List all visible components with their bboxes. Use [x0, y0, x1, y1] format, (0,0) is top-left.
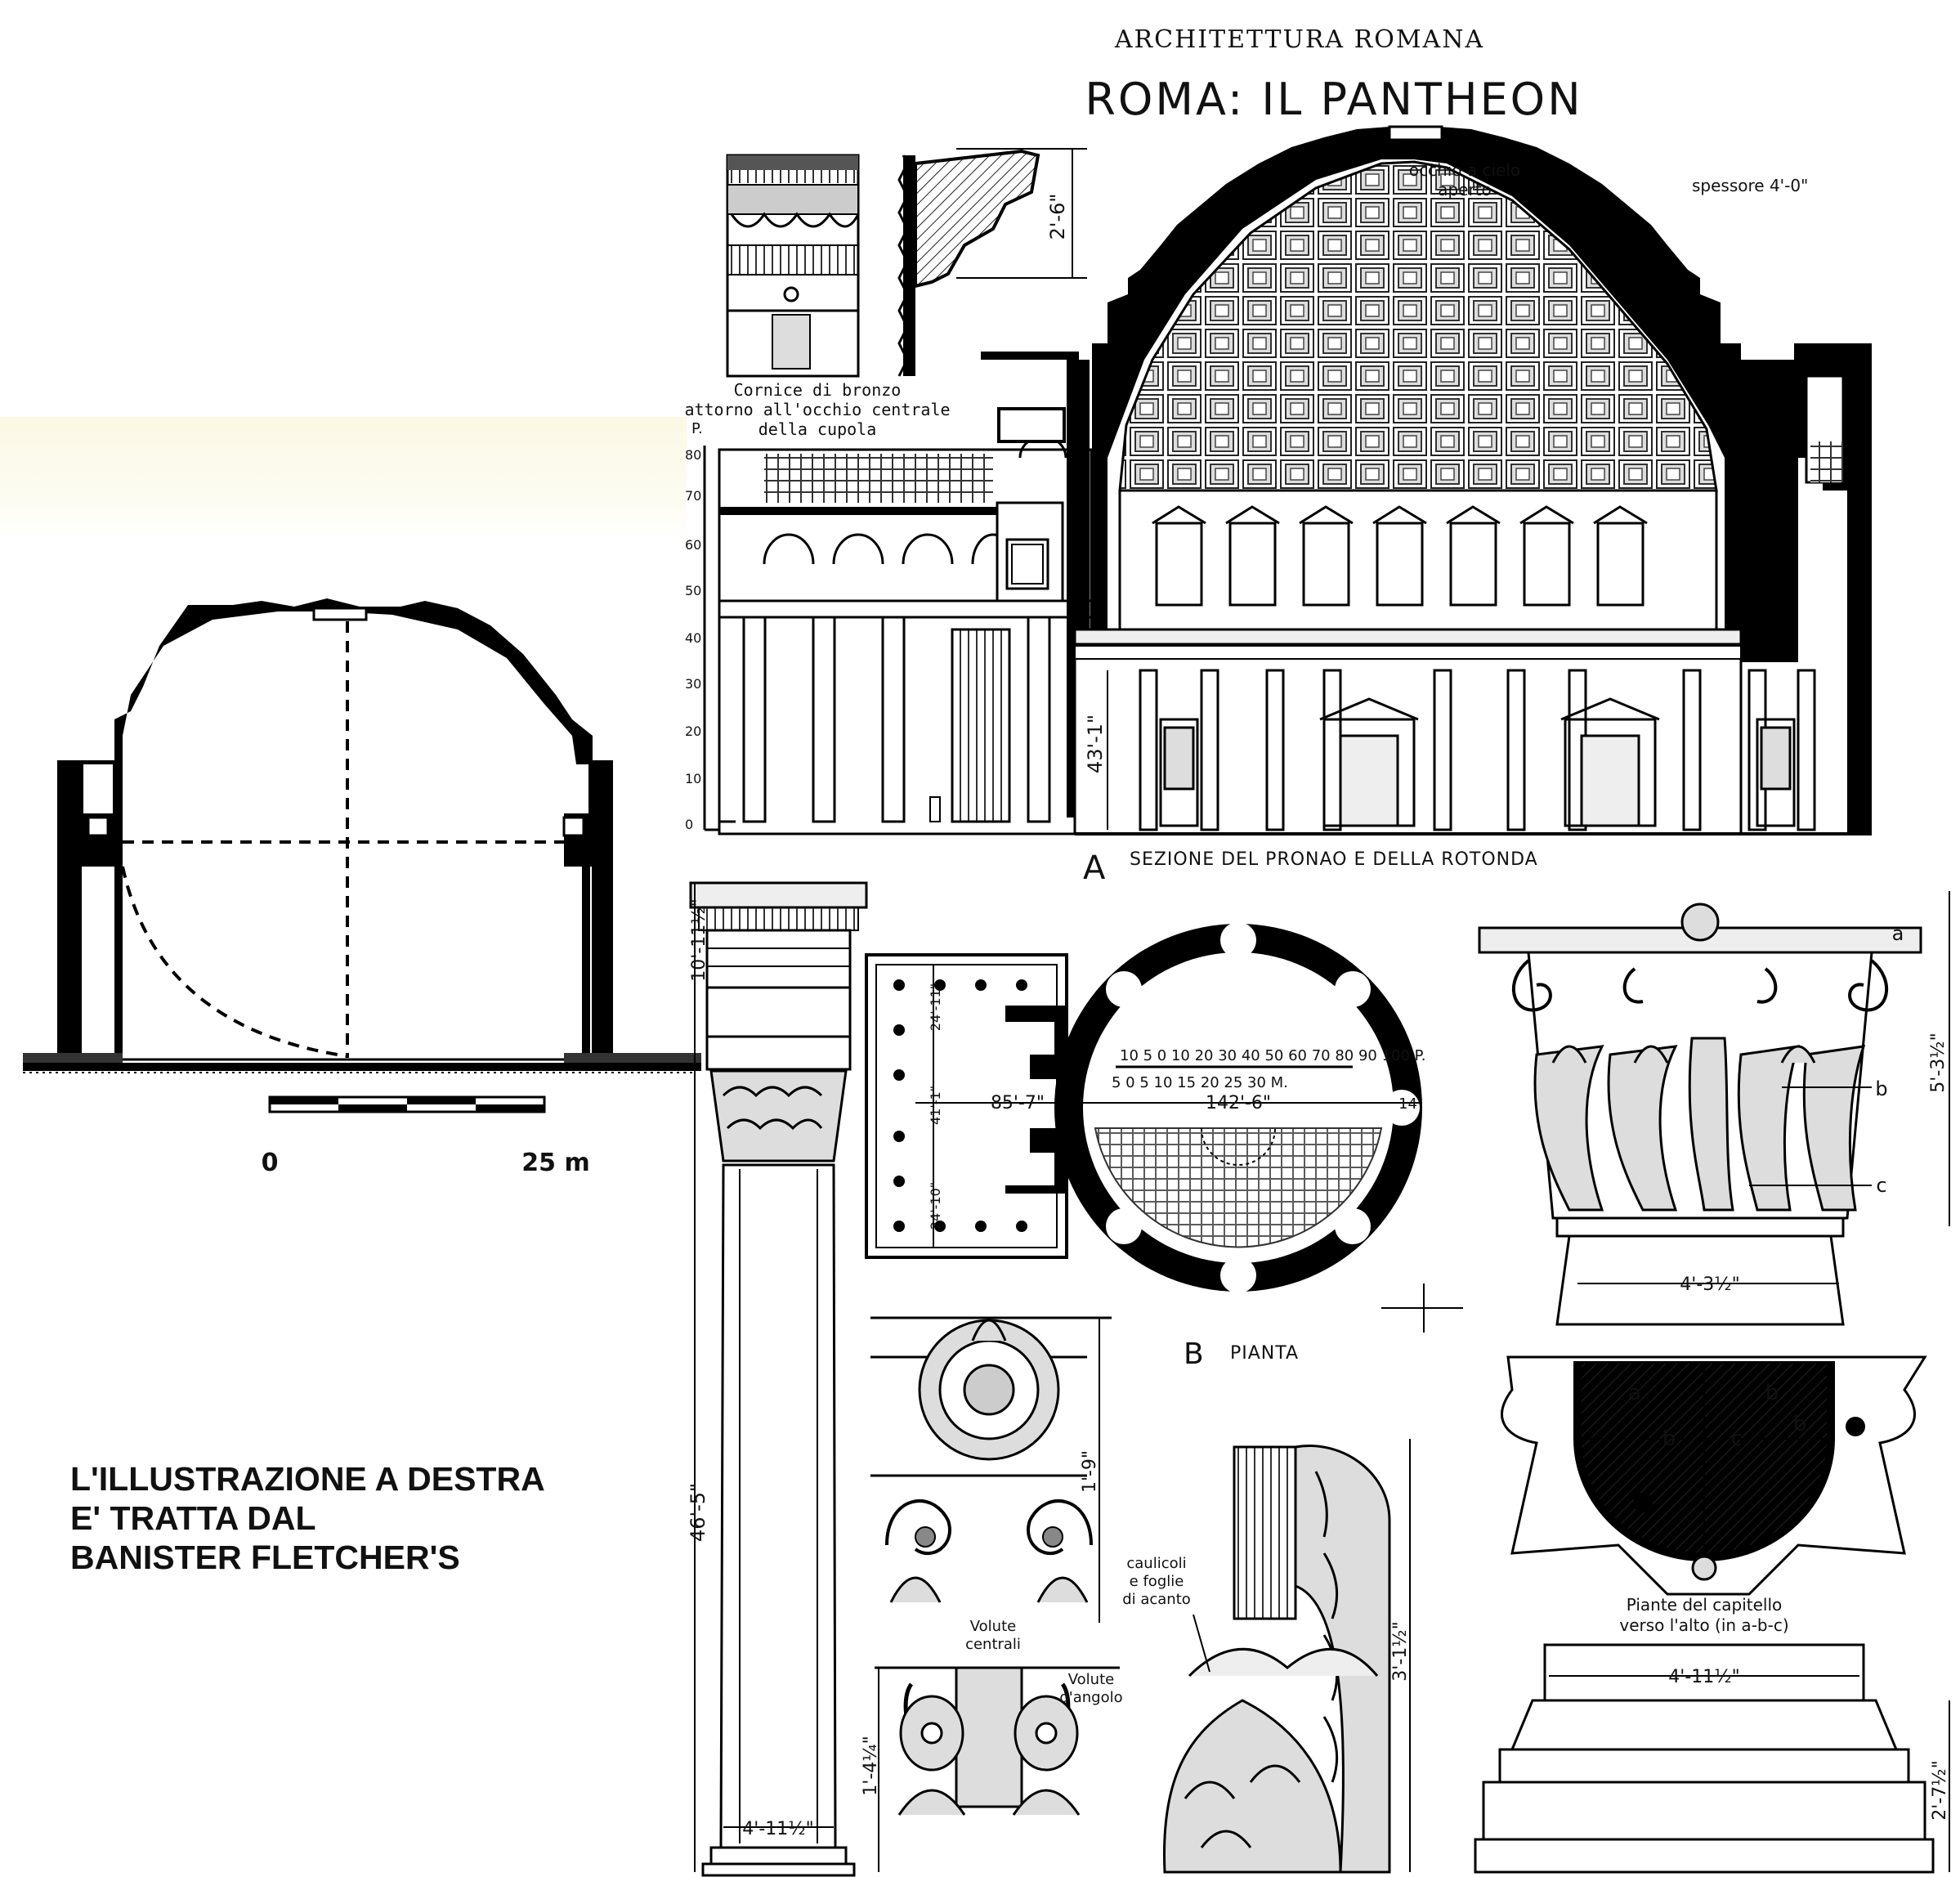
height-dimension: 43'-1" [1084, 715, 1107, 773]
plan-b-letter: B [1184, 1337, 1204, 1371]
plan-scale-metres: 5 0 5 10 15 20 25 30 M. [1112, 1074, 1288, 1091]
oculus-label-line2: aperto [1438, 180, 1492, 199]
capital-plan-caption-line2: verso l'alto (in a-b-c) [1619, 1615, 1788, 1635]
section-a-drawing: P. 80 70 60 50 40 30 20 10 0 [685, 125, 1872, 887]
credit-line1: L'ILLUSTRAZIONE A DESTRA [70, 1460, 545, 1498]
oculus-label-line1: occhio a cielo [1409, 160, 1520, 180]
plan-b-caption: PIANTA [1230, 1343, 1299, 1364]
cornice-caption-line3: della cupola [758, 419, 877, 439]
capital-label-a: a [1892, 922, 1904, 945]
height-tick: 70 [685, 488, 701, 504]
acanthus-dimension: 3'-1½" [1390, 1621, 1411, 1681]
cornice-dimension: 2'-6" [1046, 194, 1069, 240]
height-tick: 80 [685, 447, 701, 463]
capital-width-dim: 4'-3½" [1680, 1274, 1739, 1295]
plan-dim-b: 41'-1" [928, 1086, 943, 1125]
volute-dimension: 1'-4¼" [861, 1736, 881, 1795]
capital-plan: a b c b b Piante del capitello verso l'a… [1474, 1355, 1950, 1874]
acanthus-label-2: e foglie [1130, 1573, 1184, 1590]
capital-plan-label-b3: b [1793, 1412, 1807, 1436]
height-tick: 60 [685, 537, 701, 553]
main-title: ROMA: IL PANTHEON [1085, 74, 1582, 125]
capital-plan-label-b2: b [1765, 1381, 1779, 1405]
height-tick: 50 [685, 583, 701, 598]
capital-label-b: b [1875, 1077, 1887, 1100]
height-tick: 30 [685, 676, 701, 692]
section-a-letter: A [1083, 849, 1106, 887]
column-entablature-dim: 10'-11½" [689, 898, 709, 981]
capital-height-dim: 5'-3½" [1928, 1033, 1949, 1092]
column-elevation: 10'-11½" 46'-5" 4'-11½" [687, 881, 868, 1877]
plan-dim-a: 24'-11" [928, 983, 943, 1031]
acanthus-detail: 3'-1½" caulicoli e foglie di acanto [1122, 1439, 1411, 1874]
cornice-detail: 2'-6" Cornice di bronzo attorno all'occh… [684, 148, 1087, 439]
plan-dim-wall: 14' [1398, 1095, 1421, 1113]
column-diameter-dim: 4'-11½" [742, 1819, 813, 1839]
cornice-caption-line2: attorno all'occhio centrale [684, 400, 950, 419]
height-tick: 20 [685, 723, 701, 739]
acanthus-label-1: caulicoli [1126, 1555, 1186, 1572]
volute-corner-label-1: Volute [1068, 1671, 1114, 1688]
plan-dim-portico: 85'-7" [991, 1093, 1045, 1113]
plan-scale-feet: 10 5 0 10 20 30 40 50 60 70 80 90 100 P. [1120, 1047, 1425, 1064]
scale-start-label: 0 [262, 1149, 279, 1177]
volute-central-label-1: Volute [970, 1618, 1016, 1635]
acanthus-label-3: di acanto [1122, 1591, 1191, 1608]
capital-plan-width-dim: 4'-11½" [1668, 1667, 1739, 1687]
capital-elevation: 4'-3½" 5'-3½" a b c [1478, 891, 1950, 1326]
height-scale-unit: P. [691, 420, 703, 437]
volute-corner-label-2: d'angolo [1059, 1689, 1122, 1706]
thickness-label: spessore 4'-0" [1692, 176, 1808, 195]
cream-background-band [0, 417, 687, 540]
capital-plan-label-a: a [1628, 1381, 1641, 1405]
credit-line3: BANISTER FLETCHER'S [70, 1539, 460, 1576]
rosette-dimension: 1'-9" [1080, 1450, 1100, 1493]
volute-central-label-2: centrali [965, 1636, 1021, 1653]
credit-note: L'ILLUSTRAZIONE A DESTRA E' TRATTA DAL B… [70, 1459, 545, 1577]
height-tick: 40 [685, 630, 701, 646]
cornice-caption-line1: Cornice di bronzo [734, 380, 902, 400]
series-title: ARCHITETTURA ROMANA [1114, 25, 1484, 54]
left-section-drawing: 0 25 m [23, 598, 701, 1177]
column-shaft-dim: 46'-5" [687, 1483, 709, 1542]
volute-detail: 1'-4¼" Volute d'angolo [861, 1666, 1123, 1872]
capital-plan-label-c: c [1731, 1427, 1743, 1451]
rosette-detail: 1'-9" Volute centrali [870, 1316, 1112, 1653]
plan-dim-diameter: 142'-6" [1206, 1093, 1271, 1113]
plan-dim-c: 24'-10" [928, 1182, 943, 1230]
section-a-caption: SEZIONE DEL PRONAO E DELLA ROTONDA [1130, 849, 1538, 870]
plan-b-drawing: 10 5 0 10 20 30 40 50 60 70 80 90 100 P.… [865, 922, 1463, 1371]
capital-plan-label-b1: b [1662, 1427, 1676, 1451]
scale-end-label: 25 m [521, 1149, 589, 1177]
capital-plan-caption-line1: Piante del capitello [1627, 1595, 1783, 1615]
credit-line2: E' TRATTA DAL [70, 1499, 316, 1537]
capital-plan-base-dim: 2'-7½" [1930, 1760, 1950, 1820]
height-tick: 10 [685, 771, 701, 786]
capital-label-c: c [1876, 1174, 1886, 1197]
height-tick: 0 [685, 817, 693, 832]
